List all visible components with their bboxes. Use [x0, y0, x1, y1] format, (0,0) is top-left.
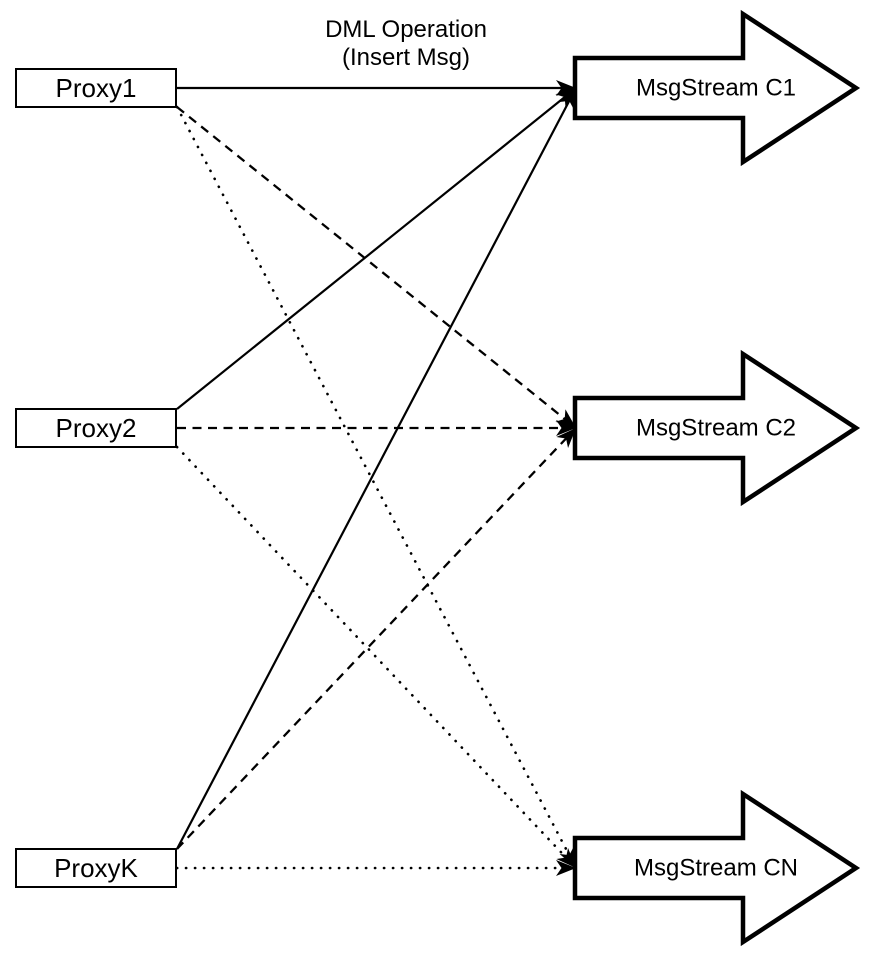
connection-proxy2-cn: [175, 445, 578, 870]
dml-operation-line1: DML Operation: [325, 16, 487, 43]
proxy-box-proxy1: Proxy1: [15, 68, 177, 108]
connection-lines: [175, 80, 578, 876]
block-arrow-shape-c2: [572, 349, 861, 507]
dml-operation-label: DML Operation (Insert Msg): [325, 16, 487, 72]
msgstream-c2-label: MsgStream C2: [636, 415, 796, 442]
msgstream-arrow-cn: MsgStream CN: [572, 789, 861, 947]
proxy2-label: Proxy2: [55, 412, 137, 443]
msgstream-c1-label: MsgStream C1: [636, 75, 796, 102]
block-arrow-shape-c1: [572, 9, 861, 167]
msgstream-cn-label: MsgStream CN: [634, 855, 798, 882]
proxy-box-proxy2: Proxy2: [15, 408, 177, 448]
msgstream-arrow-c2: MsgStream C2: [572, 349, 861, 507]
connection-proxyk-c1: [176, 87, 577, 850]
proxy-box-proxyk: ProxyK: [15, 848, 177, 888]
dml-operation-line2: (Insert Msg): [341, 44, 471, 71]
connection-proxy1-c2: [176, 106, 577, 429]
connection-proxy1-cn: [175, 105, 578, 870]
proxy1-label: Proxy1: [55, 72, 137, 103]
block-arrow-shape-cn: [572, 789, 861, 947]
connection-proxyk-c2: [176, 427, 577, 850]
msgstream-arrow-c1: MsgStream C1: [572, 9, 861, 167]
proxyk-label: ProxyK: [54, 852, 138, 883]
msgstream-arrows: MsgStream C1 MsgStream C2 MsgStream CN: [572, 9, 861, 947]
connection-proxy2-c1: [176, 87, 577, 410]
